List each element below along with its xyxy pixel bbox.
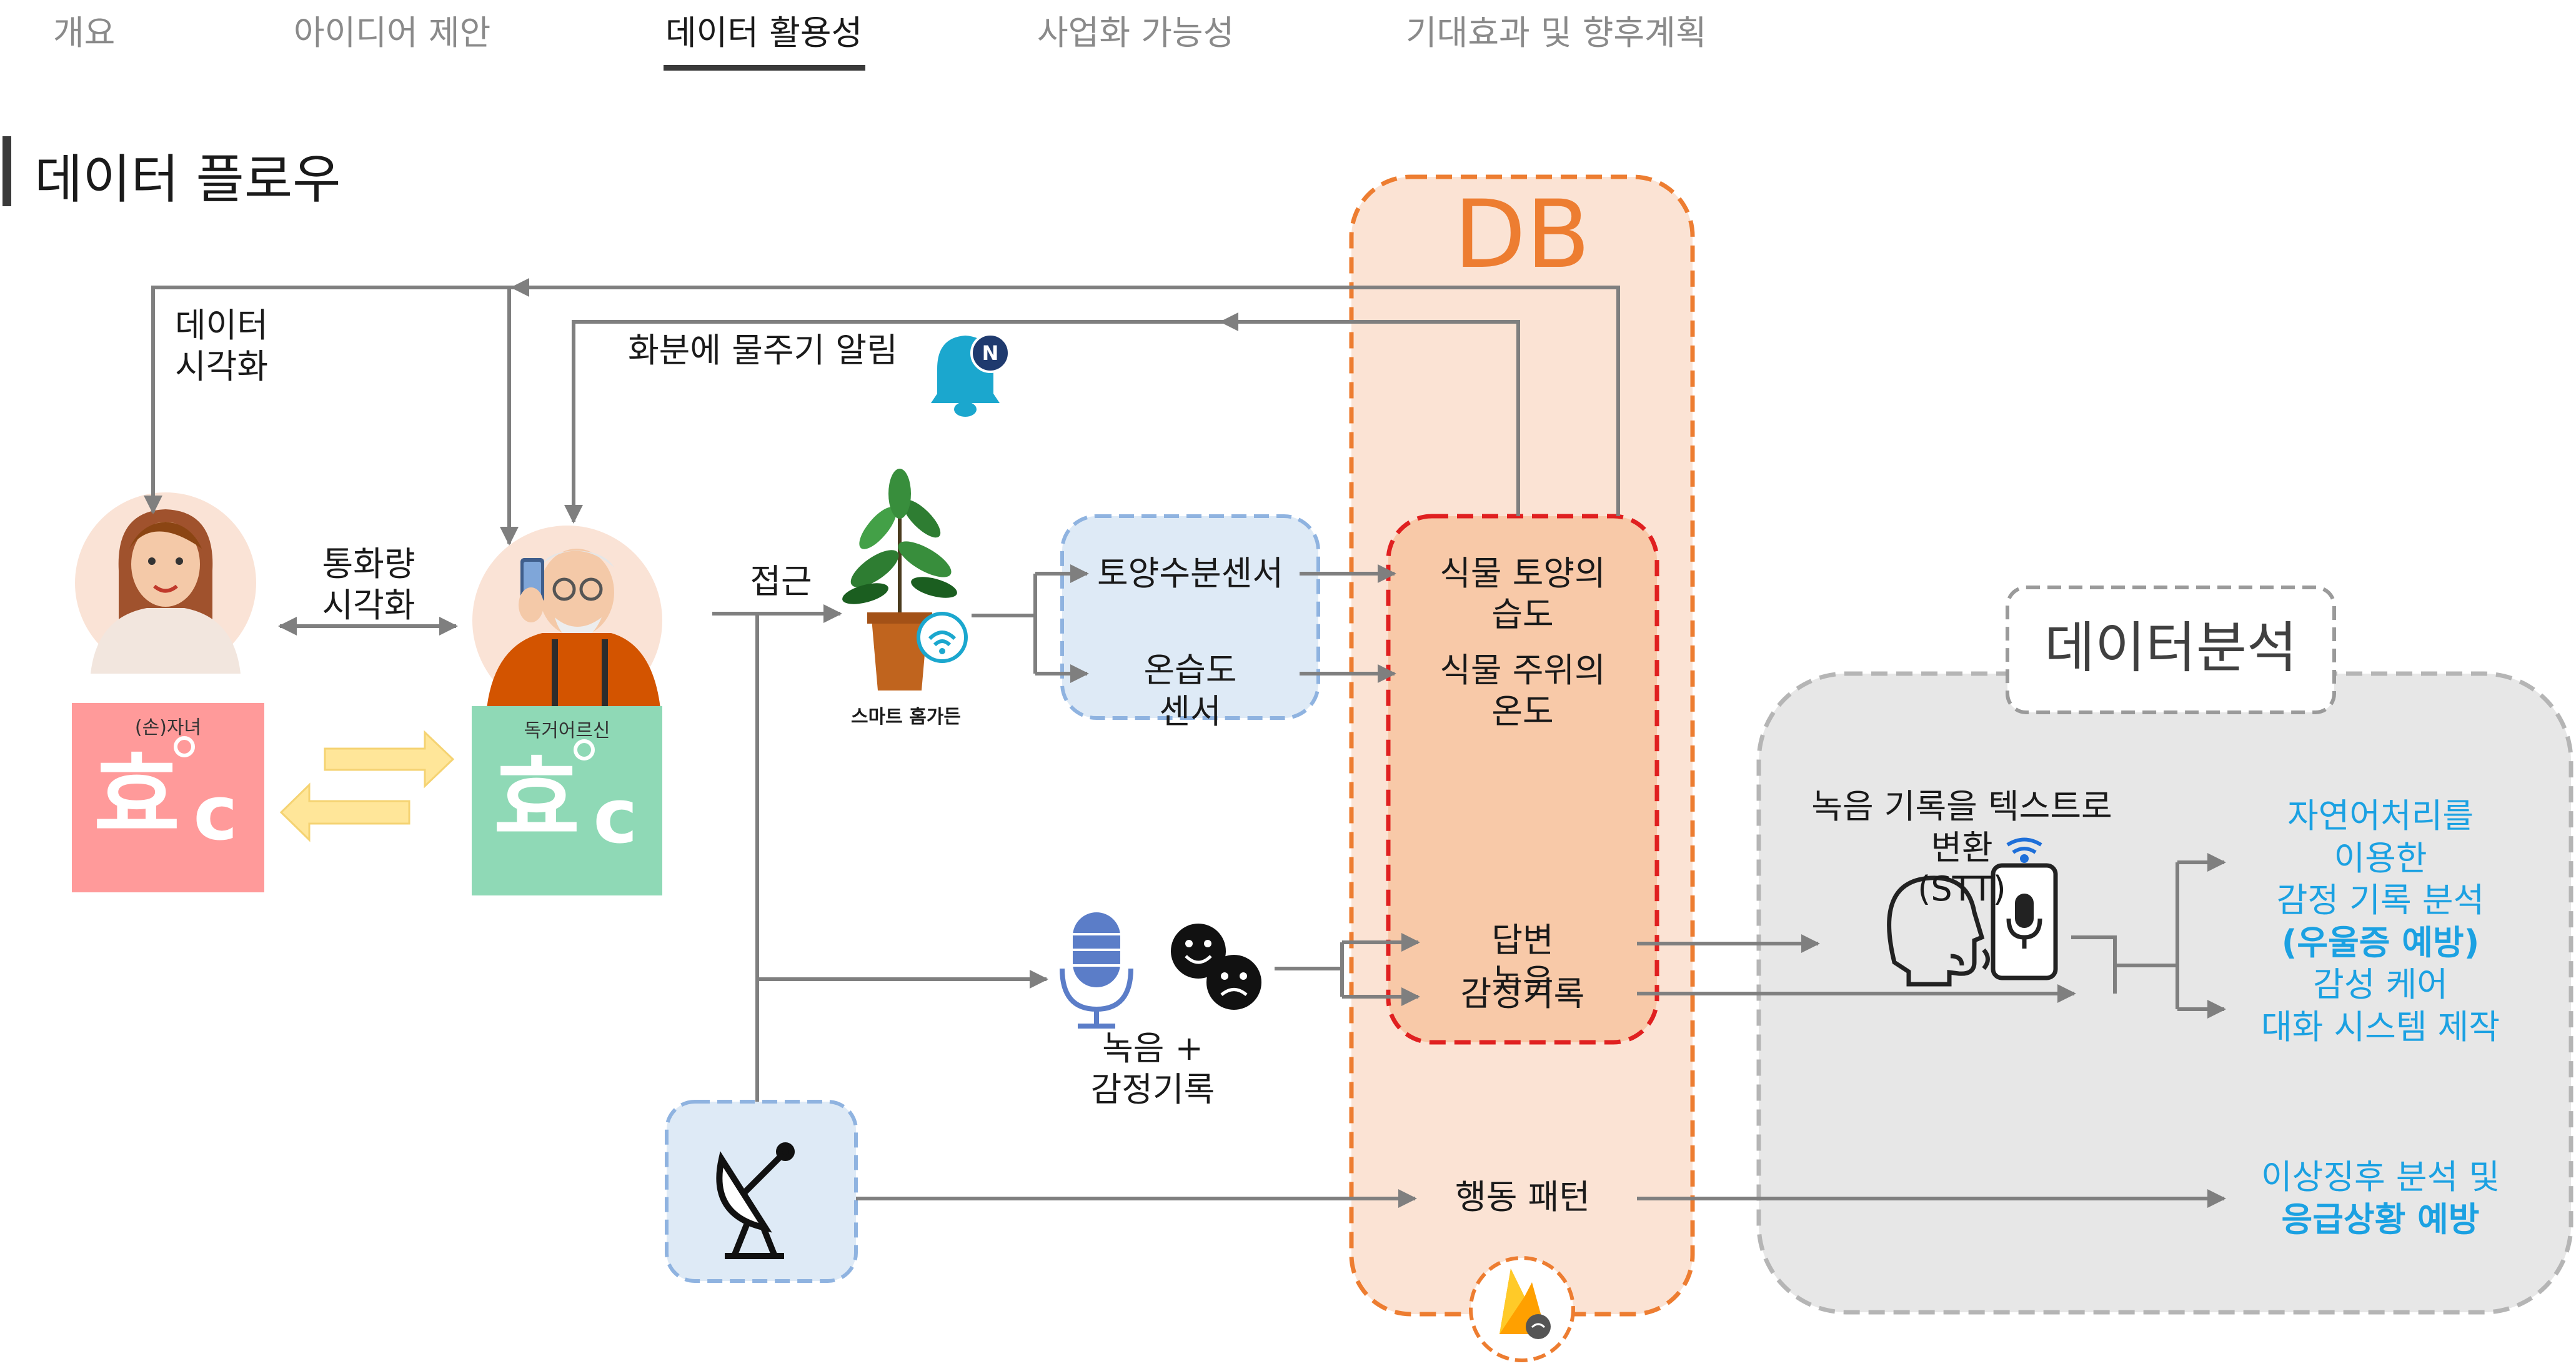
firebase-icon bbox=[1469, 1256, 1575, 1362]
db-label: DB bbox=[1453, 181, 1591, 289]
section-title: 데이터 플로우 bbox=[34, 149, 341, 210]
elder-card bbox=[472, 706, 662, 895]
label-watering-alert: 화분에 물주기 알림 bbox=[628, 331, 898, 370]
child-card bbox=[72, 703, 264, 892]
smart-garden-label: 스마트 홈가든 bbox=[850, 706, 962, 728]
child-card-logo: 효 bbox=[94, 743, 181, 852]
nav-tab-overview[interactable]: 개요 bbox=[53, 13, 116, 52]
nav-tab-expected-effects[interactable]: 기대효과 및 향후계획 bbox=[1406, 13, 1707, 52]
db-data-box bbox=[1386, 514, 1659, 1045]
output-anomaly-line1: 이상징후 분석 및 bbox=[2260, 1157, 2500, 1197]
output-nlp: 자연어처리를 이용한 감정 기록 분석 (우울증 예방) 감성 케어 대화 시스… bbox=[2230, 795, 2530, 1048]
nav-tab-idea[interactable]: 아이디어 제안 bbox=[294, 13, 491, 52]
bell-icon: N bbox=[931, 333, 1010, 417]
plant-icon bbox=[842, 469, 968, 690]
analysis-label-box bbox=[2006, 586, 2336, 714]
db-answer-label: 답변 녹음 bbox=[1491, 920, 1554, 1001]
arrow-visualization bbox=[144, 286, 1620, 516]
nav-tab-data-utility[interactable]: 데이터 활용성 bbox=[665, 13, 863, 52]
record-label: 녹음 + 감정기록 bbox=[1090, 1029, 1215, 1109]
output-care-line1: 감성 케어 bbox=[2313, 965, 2448, 1004]
db-emotion-label: 감정기록 bbox=[1460, 974, 1585, 1014]
arrow-stt-split bbox=[2071, 935, 2117, 994]
db-ambient-label: 식물 주위의 온도 bbox=[1440, 651, 1606, 731]
yellow-exchange-arrows bbox=[279, 730, 455, 842]
speech-to-text-icon bbox=[1887, 863, 2058, 987]
sensor-soil-label: 토양수분센서 bbox=[1097, 554, 1284, 593]
elder-avatar bbox=[486, 549, 661, 714]
output-anomaly-bold: 응급상황 예방 bbox=[2281, 1199, 2480, 1239]
elder-card-subtitle: 독거어르신 bbox=[524, 720, 610, 742]
child-card-subtitle: (손)자녀 bbox=[134, 717, 202, 739]
stt-label: 녹음 기록을 텍스트로 변환 (STT) bbox=[1811, 787, 2112, 909]
label-access: 접근 bbox=[750, 562, 812, 601]
child-card-logo-c: c bbox=[193, 770, 238, 857]
svg-text:N: N bbox=[982, 341, 999, 365]
satellite-box bbox=[665, 1100, 858, 1283]
nav-tab-business[interactable]: 사업화 가능성 bbox=[1037, 13, 1235, 52]
microphone-icon bbox=[1060, 912, 1133, 1029]
sensor-humidity-label: 온습도 센서 bbox=[1143, 651, 1237, 731]
elder-card-degree bbox=[574, 739, 595, 760]
output-nlp-line1: 자연어처리를 bbox=[2287, 796, 2474, 835]
db-behavior-label: 행동 패턴 bbox=[1455, 1177, 1590, 1217]
section-title-bar bbox=[2, 136, 11, 206]
wifi-small-icon bbox=[2006, 837, 2042, 863]
elder-card-logo-c: c bbox=[593, 774, 638, 860]
label-call-visualization: 통화량 시각화 bbox=[322, 544, 415, 625]
child-avatar bbox=[91, 509, 241, 674]
arrow-watering-alert bbox=[564, 320, 1520, 524]
output-nlp-line2: 이용한 bbox=[2334, 838, 2427, 878]
nav-active-underline bbox=[664, 65, 865, 71]
satellite-dish-icon bbox=[716, 1142, 795, 1259]
elder-card-logo: 효 bbox=[494, 746, 580, 855]
analysis-label: 데이터분석 bbox=[2044, 616, 2297, 680]
label-data-visualization: 데이터 시각화 bbox=[175, 306, 269, 386]
output-nlp-bold: (우울증 예방) bbox=[2281, 922, 2480, 962]
child-card-degree bbox=[174, 736, 195, 757]
output-care-line2: 대화 시스템 제작 bbox=[2260, 1007, 2500, 1047]
emotion-faces-icon bbox=[1171, 924, 1261, 1010]
output-nlp-line3: 감정 기록 분석 bbox=[2276, 880, 2485, 920]
output-anomaly: 이상징후 분석 및 응급상황 예방 bbox=[2230, 1156, 2530, 1240]
sensor-box bbox=[1060, 514, 1320, 720]
db-soil-label: 식물 토양의 습도 bbox=[1440, 554, 1606, 634]
